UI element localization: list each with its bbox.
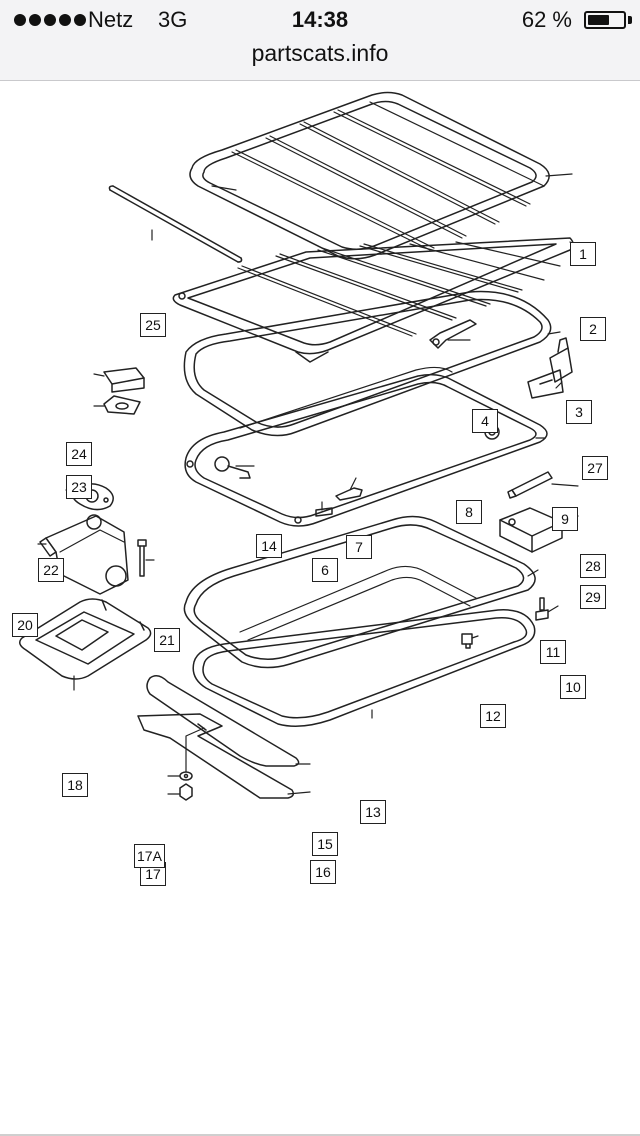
small-brackets xyxy=(103,367,145,415)
carrier-name: Netz xyxy=(88,7,134,32)
callout-part-23[interactable]: 23 xyxy=(66,475,92,499)
battery-percent: 62 % xyxy=(521,7,572,32)
callout-part-28[interactable]: 28 xyxy=(580,554,606,578)
callout-part-7[interactable]: 7 xyxy=(346,535,372,559)
water-channel-frame xyxy=(184,366,548,527)
callout-part-1[interactable]: 1 xyxy=(570,242,596,266)
sunroof-glass-panel xyxy=(189,91,550,260)
leader-lines xyxy=(37,173,579,795)
callout-part-3[interactable]: 3 xyxy=(566,400,592,424)
callout-part-6[interactable]: 6 xyxy=(312,558,338,582)
status-bar: Netz 3G 14:38 62 % xyxy=(0,0,640,40)
outer-frame xyxy=(183,515,536,669)
callout-part-13[interactable]: 13 xyxy=(360,800,386,824)
sunroof-frame xyxy=(183,290,552,437)
callout-part-10[interactable]: 10 xyxy=(560,675,586,699)
bracket-part xyxy=(429,319,477,349)
battery-tip xyxy=(628,16,632,24)
cable-part xyxy=(214,456,251,479)
motor-part xyxy=(39,514,129,595)
wind-deflector xyxy=(146,675,300,767)
callout-part-24[interactable]: 24 xyxy=(66,442,92,466)
callout-part-2[interactable]: 2 xyxy=(580,317,606,341)
callout-part-25[interactable]: 25 xyxy=(140,313,166,337)
status-time: 14:38 xyxy=(291,7,349,32)
callout-part-15[interactable]: 15 xyxy=(312,832,338,856)
url-bar[interactable]: partscats.info xyxy=(251,40,389,66)
network-type: 3G xyxy=(158,7,188,32)
sun-shade xyxy=(172,237,574,363)
callout-part-12[interactable]: 12 xyxy=(480,704,506,728)
seal-strip xyxy=(108,185,243,263)
callout-part-17a[interactable]: 17A xyxy=(134,844,165,868)
washer-nut xyxy=(179,771,193,801)
callout-part-21[interactable]: 21 xyxy=(154,628,180,652)
seal-frame xyxy=(192,609,536,727)
callout-part-16[interactable]: 16 xyxy=(310,860,336,884)
parts-diagram: 1 2 3 4 6 7 8 9 10 11 12 13 14 15 16 17 … xyxy=(0,80,640,1136)
callout-part-27[interactable]: 27 xyxy=(582,456,608,480)
lower-trim xyxy=(137,713,295,799)
browser-chrome: Netz 3G 14:38 62 % partscats.info xyxy=(0,0,640,81)
callout-part-11[interactable]: 11 xyxy=(540,640,566,664)
callout-part-20[interactable]: 20 xyxy=(12,613,38,637)
callout-part-8[interactable]: 8 xyxy=(456,500,482,524)
callout-part-18[interactable]: 18 xyxy=(62,773,88,797)
callout-part-4[interactable]: 4 xyxy=(472,409,498,433)
callout-part-22[interactable]: 22 xyxy=(38,558,64,582)
guide-fitting xyxy=(527,337,573,399)
lubricant-tube xyxy=(507,471,553,499)
frame-bolts xyxy=(461,597,549,649)
bottom-divider xyxy=(0,1134,640,1136)
callout-part-14[interactable]: 14 xyxy=(256,534,282,558)
diagram-drawing xyxy=(19,91,579,801)
callout-part-29[interactable]: 29 xyxy=(580,585,606,609)
signal-strength-icon xyxy=(14,14,86,26)
battery-icon xyxy=(584,11,626,29)
cover-frame xyxy=(19,598,152,680)
callout-part-9[interactable]: 9 xyxy=(552,507,578,531)
bolt-part xyxy=(137,539,147,577)
battery-fill xyxy=(588,15,609,25)
